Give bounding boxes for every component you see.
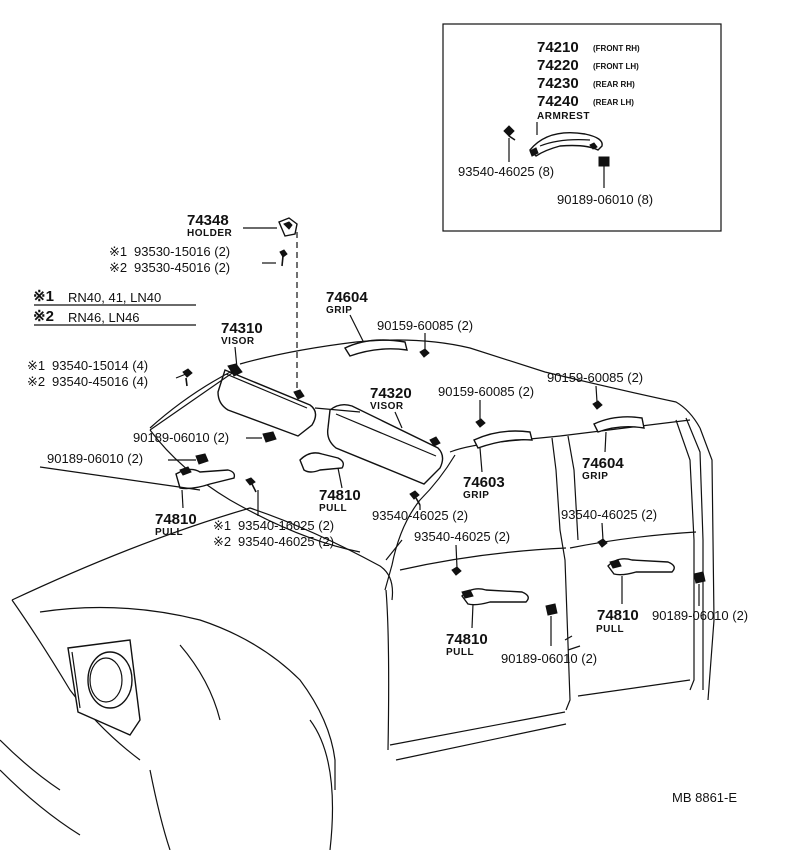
visor-lh-name: VISOR bbox=[221, 336, 255, 347]
pull-rear-number: 74810 bbox=[597, 607, 639, 624]
grip-center-number: 74603 bbox=[463, 474, 505, 491]
holder-screw-mark-1: ※1 bbox=[109, 244, 127, 259]
inset-part-name: ARMREST bbox=[537, 111, 590, 122]
nut-door-icon bbox=[545, 603, 558, 616]
screw-center-2-label: 93540-46025 (2) bbox=[414, 529, 510, 544]
nut-rear-label: 90189-06010 (2) bbox=[652, 608, 748, 623]
screw-rear-icon bbox=[597, 538, 608, 548]
pull-front-name: PULL bbox=[155, 527, 183, 538]
pull-front-number: 74810 bbox=[155, 511, 197, 528]
inset-part-note-3: (REAR RH) bbox=[593, 80, 635, 89]
armrest-drawing bbox=[529, 122, 603, 157]
holder-clip-icon bbox=[278, 217, 298, 237]
nut-visor-icon bbox=[262, 431, 277, 443]
inset-nut-label: 90189-06010 (8) bbox=[557, 192, 653, 207]
grip-top-screw-label: 90159-60085 (2) bbox=[377, 318, 473, 333]
nut-rear-icon bbox=[693, 571, 706, 584]
nut-front-pull-label: 90189-06010 (2) bbox=[47, 451, 143, 466]
pull-front-screw-1: 93540-16025 (2) bbox=[238, 518, 334, 533]
inset-part-note-4: (REAR LH) bbox=[593, 98, 634, 107]
visor-lh-number: 74310 bbox=[221, 320, 263, 337]
inset-part-note-1: (FRONT RH) bbox=[593, 44, 640, 53]
pull-front-screw-2: 93540-46025 (2) bbox=[238, 534, 334, 549]
pull-center-drawing bbox=[299, 452, 345, 473]
visor-lh-screw-mark-1: ※1 bbox=[27, 358, 45, 373]
legend-mark-1: ※1 bbox=[33, 288, 54, 305]
screw-center-1-label: 93540-46025 (2) bbox=[372, 508, 468, 523]
holder-screw-2: 93530-45016 (2) bbox=[134, 260, 230, 275]
pull-rear-drawing bbox=[607, 558, 675, 576]
inset-part-note-2: (FRONT LH) bbox=[593, 62, 639, 71]
inset-frame bbox=[442, 23, 722, 232]
screw-rear-label: 93540-46025 (2) bbox=[561, 507, 657, 522]
pull-front-screw-icon bbox=[245, 477, 257, 493]
inset-part-number-1: 74210 bbox=[537, 39, 579, 56]
grip-rear-drawing bbox=[593, 416, 645, 433]
screw-center-2-icon bbox=[451, 566, 462, 576]
holder-name: HOLDER bbox=[187, 228, 233, 239]
inset-screw-icon bbox=[503, 125, 516, 162]
visor-lh-drawing bbox=[217, 363, 317, 437]
nut-door-label: 90189-06010 (2) bbox=[501, 651, 597, 666]
inset-part-number-4: 74240 bbox=[537, 93, 579, 110]
pull-front-screw-mark-2: ※2 bbox=[213, 534, 231, 549]
grip-center-drawing bbox=[473, 430, 533, 449]
vehicle-outline bbox=[0, 339, 715, 851]
drawing-code: MB 8861-E bbox=[672, 790, 737, 805]
legend-text-2: RN46, LN46 bbox=[68, 310, 140, 325]
pull-center-name: PULL bbox=[319, 503, 347, 514]
holder-screw-icon bbox=[279, 249, 288, 267]
grip-center-screw-icon bbox=[475, 418, 486, 428]
nut-front-pull-icon bbox=[195, 453, 209, 465]
visor-lh-screw-icon bbox=[182, 368, 193, 387]
inset-part-number-3: 74230 bbox=[537, 75, 579, 92]
grip-top-drawing bbox=[343, 339, 408, 357]
inset-part-list: 74210 (FRONT RH) 74220 (FRONT LH) 74230 … bbox=[537, 39, 640, 122]
grip-rear-number: 74604 bbox=[582, 455, 624, 472]
pull-center-number: 74810 bbox=[319, 487, 361, 504]
visor-rh-drawing bbox=[326, 403, 444, 485]
holder-screw-mark-2: ※2 bbox=[109, 260, 127, 275]
pull-door-drawing bbox=[461, 588, 529, 606]
pull-door-number: 74810 bbox=[446, 631, 488, 648]
center-screw-icon bbox=[409, 490, 421, 506]
inset-part-number-2: 74220 bbox=[537, 57, 579, 74]
grip-rear-screw-icon bbox=[592, 400, 603, 410]
grip-top-screw-icon bbox=[419, 348, 430, 358]
grip-rear-name: GRIP bbox=[582, 471, 608, 482]
pull-rear-name: PULL bbox=[596, 624, 624, 635]
visor-lh-screw-1: 93540-15014 (4) bbox=[52, 358, 148, 373]
visor-lh-screw-mark-2: ※2 bbox=[27, 374, 45, 389]
pull-door-name: PULL bbox=[446, 647, 474, 658]
pull-front-screw-mark-1: ※1 bbox=[213, 518, 231, 533]
inset-screw-label: 93540-46025 (8) bbox=[458, 164, 554, 179]
holder-screw-1: 93530-15016 (2) bbox=[134, 244, 230, 259]
legend-text-1: RN40, 41, LN40 bbox=[68, 290, 161, 305]
visor-rh-number: 74320 bbox=[370, 385, 412, 402]
inset-nut-icon bbox=[598, 156, 610, 188]
nut-visor-label: 90189-06010 (2) bbox=[133, 430, 229, 445]
visor-lh-screw-2: 93540-45016 (4) bbox=[52, 374, 148, 389]
grip-center-screw-label: 90159-60085 (2) bbox=[438, 384, 534, 399]
legend-mark-2: ※2 bbox=[33, 308, 54, 325]
grip-rear-screw-label: 90159-60085 (2) bbox=[547, 370, 643, 385]
grip-top-number: 74604 bbox=[326, 289, 368, 306]
visor-rh-name: VISOR bbox=[370, 401, 404, 412]
grip-top-name: GRIP bbox=[326, 305, 352, 316]
pull-front-drawing bbox=[175, 466, 236, 490]
holder-number: 74348 bbox=[187, 212, 229, 229]
grip-center-name: GRIP bbox=[463, 490, 489, 501]
